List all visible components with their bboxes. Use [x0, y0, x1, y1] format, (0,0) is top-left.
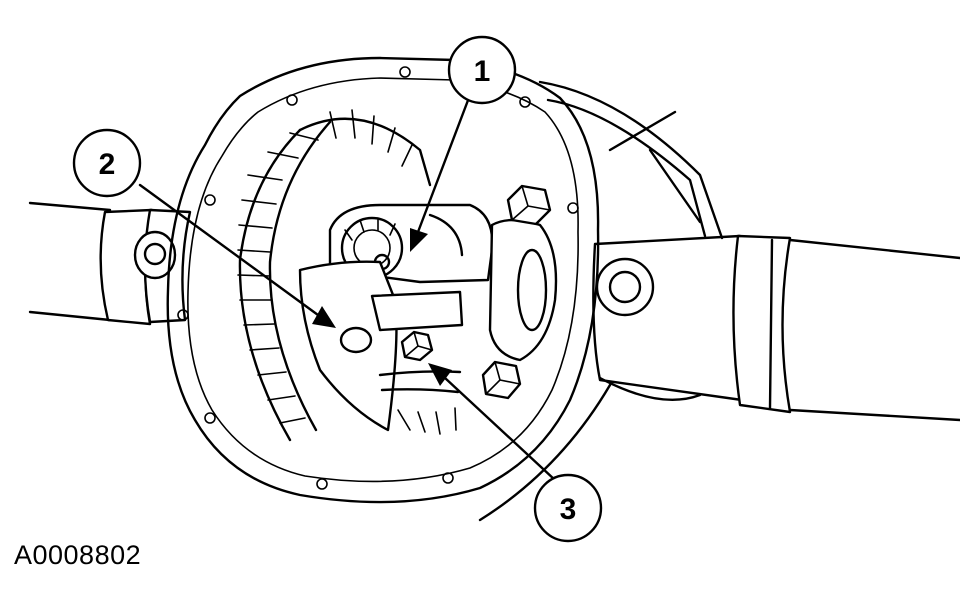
- callout-3-number: 3: [560, 493, 577, 526]
- callout-leaders: [138, 93, 557, 482]
- bearing-cap-right: [488, 218, 558, 362]
- ring-gear: [237, 109, 432, 442]
- figure-id-label: A0008802: [14, 540, 142, 570]
- left-axle-tube: [28, 201, 192, 326]
- callout-2-number: 2: [99, 148, 116, 181]
- callout-1-number: 1: [474, 55, 491, 88]
- callout-2: 2: [72, 128, 142, 198]
- bolt-lower: [481, 360, 522, 400]
- cover-flange: [166, 56, 600, 504]
- right-axle-tube: [592, 234, 960, 422]
- lock-plate: [298, 260, 398, 432]
- bolt-upper: [506, 184, 552, 226]
- callout-3: 3: [533, 473, 603, 543]
- callout-1: 1: [447, 35, 517, 105]
- lock-bolt: [370, 290, 464, 435]
